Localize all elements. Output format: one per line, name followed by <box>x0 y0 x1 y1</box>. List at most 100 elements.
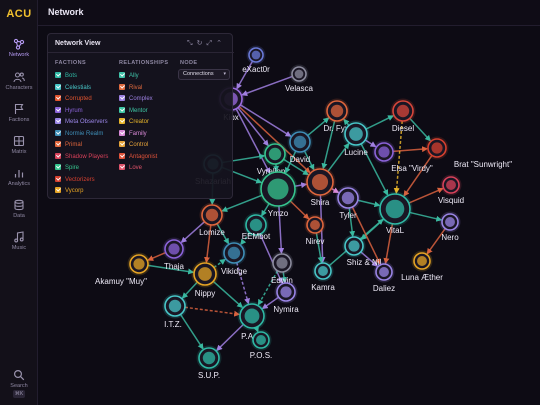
node-itz[interactable]: I.T.Z. <box>162 293 188 330</box>
sidebar-item-analytics[interactable]: Analytics <box>0 167 38 187</box>
edge-tyler-shiz[interactable] <box>348 207 356 238</box>
checkbox[interactable] <box>55 152 61 159</box>
edge-vikidge-pab[interactable] <box>236 262 250 305</box>
sidebar-item-music[interactable]: Music <box>0 231 38 251</box>
node-kamra[interactable]: Kamra <box>311 260 335 293</box>
edge-nymira-pab[interactable] <box>261 296 280 310</box>
filter-corrupted[interactable]: Corrupted <box>55 95 92 104</box>
edge-lomize-nippy[interactable] <box>204 224 212 264</box>
edge-vyrelion-ymzo[interactable] <box>273 163 280 173</box>
node-nymira[interactable]: Nymira <box>273 280 299 315</box>
edge-exact-kiox[interactable] <box>236 60 254 90</box>
edge-lomize-thaja[interactable] <box>180 221 206 243</box>
edge-dr-shira[interactable] <box>321 120 336 170</box>
checkbox[interactable] <box>119 164 125 170</box>
node-shira[interactable]: Shira <box>304 166 336 208</box>
node-akamuy[interactable]: Akamuy "Muy" <box>95 252 151 287</box>
edge-shira-tyler[interactable] <box>330 187 340 194</box>
checkbox[interactable] <box>55 106 61 113</box>
sidebar-item-characters[interactable]: Characters <box>0 71 38 91</box>
node-eembot[interactable]: EEMbot <box>242 212 271 242</box>
checkbox[interactable] <box>119 152 125 159</box>
edge-ymzo-shira[interactable] <box>294 182 308 189</box>
filter-normie-realm[interactable]: Normie Realm <box>55 129 103 139</box>
edge-ymzo-nirev[interactable] <box>289 200 310 220</box>
filter-hyrum[interactable]: Hyrum <box>55 106 83 116</box>
filter-spire[interactable]: Spire <box>55 164 79 173</box>
node-daliez[interactable]: Daliez <box>373 261 395 294</box>
edge-edwin-nymira[interactable] <box>280 271 287 284</box>
sidebar-item-network[interactable]: Network <box>0 38 38 58</box>
filter-bots[interactable]: Bots <box>55 72 77 81</box>
checkbox[interactable] <box>55 118 61 124</box>
edge-david-dr[interactable] <box>307 117 330 137</box>
checkbox[interactable] <box>119 95 125 101</box>
edge-kiox-vyrelion[interactable] <box>237 107 269 147</box>
checkbox[interactable] <box>55 187 61 193</box>
filter-control[interactable]: Control <box>119 141 148 150</box>
edge-nippy-vikidge[interactable] <box>213 258 226 269</box>
edge-brat-vital[interactable] <box>403 154 433 197</box>
sidebar-item-search[interactable]: Search <box>0 369 38 389</box>
edge-eembot-nymira[interactable] <box>259 233 283 284</box>
checkbox[interactable] <box>119 141 125 147</box>
collapse-icon[interactable]: ⌃ <box>216 40 226 47</box>
node-size-select[interactable]: Connections ▾ <box>178 69 230 80</box>
edge-kiox-shira[interactable] <box>238 105 311 174</box>
node-tyler[interactable]: Tyler <box>335 185 361 221</box>
filter-ally[interactable]: Ally <box>119 72 139 81</box>
node-visquid[interactable]: Visquid <box>438 174 464 206</box>
edge-ymzo-lomize[interactable] <box>221 194 263 212</box>
edge-nippy-itz[interactable] <box>181 281 199 299</box>
edge-tyler-vital[interactable] <box>357 199 381 208</box>
node-diesel[interactable]: Diesel <box>390 98 416 134</box>
edge-eembot-vikidge[interactable] <box>240 232 251 246</box>
node-sup[interactable]: S.U.P. <box>196 345 222 381</box>
edge-diesel-vital[interactable] <box>393 120 403 195</box>
node-velasca[interactable]: Velasca <box>285 64 314 94</box>
filter-antagonist[interactable]: Antagonist <box>119 152 157 162</box>
fit-view-icon[interactable]: ⤡ <box>187 40 197 47</box>
sidebar-item-data[interactable]: Data <box>0 199 38 219</box>
sidebar-item-matrix[interactable]: Matrix <box>0 135 38 155</box>
filter-shadow-players[interactable]: Shadow Players <box>55 152 108 162</box>
edge-shira-lucine[interactable] <box>327 142 350 173</box>
filter-family[interactable]: Family <box>119 129 147 139</box>
node-elsa[interactable]: Elsa "Virdy" <box>372 140 433 174</box>
edge-nero-luna[interactable] <box>426 228 446 255</box>
checkbox[interactable] <box>55 95 61 101</box>
edge-kiox-ymzo[interactable] <box>235 108 271 174</box>
filter-mentor[interactable]: Mentor <box>119 106 148 116</box>
node-pab[interactable]: P.A.B. <box>237 301 267 342</box>
edge-tyler-daliez[interactable] <box>351 206 381 265</box>
edge-shiz-daliez[interactable] <box>360 251 378 267</box>
node-lomize[interactable]: Lomize <box>199 202 225 238</box>
node-ymzo[interactable]: Ymzo <box>258 169 298 219</box>
edge-lucine-dr[interactable] <box>343 118 350 126</box>
filter-vectorizers[interactable]: Vectorizers <box>55 175 95 185</box>
edge-vital-visquid[interactable] <box>408 187 444 204</box>
edge-lucine-diesel[interactable] <box>365 115 395 130</box>
node-nippy[interactable]: Nippy <box>191 260 219 299</box>
refresh-icon[interactable]: ↻ <box>196 40 207 47</box>
checkbox[interactable] <box>55 83 61 90</box>
edge-david-ymzo[interactable] <box>284 150 297 174</box>
checkbox[interactable] <box>55 175 61 182</box>
edge-david-shira[interactable] <box>303 150 315 171</box>
node-david[interactable]: David <box>287 129 313 165</box>
checkbox[interactable] <box>119 83 125 90</box>
filter-celestials[interactable]: Celestials <box>55 83 91 93</box>
node-brat[interactable]: Brat "Sunwright" <box>425 136 513 170</box>
checkbox[interactable] <box>55 129 61 136</box>
edge-itz-pab[interactable] <box>184 306 241 317</box>
edge-diesel-brat[interactable] <box>409 117 431 142</box>
node-thaja[interactable]: Thaja <box>162 237 186 272</box>
edge-nippy-pab[interactable] <box>212 280 244 309</box>
node-vyrelion[interactable]: Vyrelion <box>257 141 288 177</box>
edge-vyrelion-shira[interactable] <box>283 158 309 176</box>
edge-kiox-david[interactable] <box>239 104 292 137</box>
node-vikidge[interactable]: Vikidge <box>221 240 248 277</box>
checkbox[interactable] <box>119 72 125 78</box>
edge-edwin-pab[interactable] <box>257 270 279 306</box>
node-nero[interactable]: Nero <box>439 211 461 243</box>
